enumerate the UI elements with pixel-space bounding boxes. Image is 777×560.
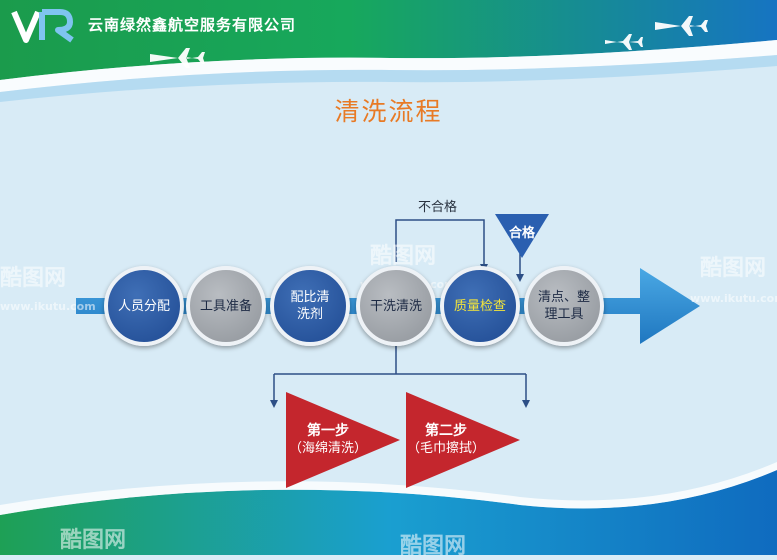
step-2: 第二步 （毛巾擦拭） bbox=[404, 422, 488, 458]
flow-node-label: 人员分配 bbox=[117, 298, 170, 314]
flow-node-tool-prep: 工具准备 bbox=[186, 266, 266, 346]
step-detail: （海绵清洗） bbox=[288, 441, 367, 456]
flow-node-mix-detergent: 配比清 洗剂 bbox=[270, 266, 350, 346]
step-1: 第一步 （海绵清洗） bbox=[286, 422, 370, 458]
reject-label: 不合格 bbox=[418, 200, 458, 215]
flow-node-label: 质量检查 bbox=[453, 298, 506, 314]
step-1-shape bbox=[286, 392, 400, 488]
pass-label: 合格 bbox=[508, 226, 535, 241]
flow-node-label: 配比清 洗剂 bbox=[290, 290, 330, 322]
step-title: 第一步 bbox=[307, 423, 349, 439]
flow-node-label: 工具准备 bbox=[199, 298, 252, 314]
flow-node-label: 清点、整 理工具 bbox=[537, 290, 590, 322]
step-2-shape bbox=[406, 392, 520, 488]
flow-node-staff-assignment: 人员分配 bbox=[104, 266, 184, 346]
flow-node-tidy-tools: 清点、整 理工具 bbox=[524, 266, 604, 346]
step-detail: （毛巾擦拭） bbox=[406, 441, 485, 456]
flow-node-dry-clean: 干洗清洗 bbox=[356, 266, 436, 346]
step-title: 第二步 bbox=[425, 423, 467, 439]
company-name: 云南绿然鑫航空服务有限公司 bbox=[88, 16, 297, 34]
logo-mark bbox=[11, 9, 74, 43]
flow-node-label: 干洗清洗 bbox=[369, 298, 422, 314]
page-title: 清洗流程 bbox=[334, 97, 443, 126]
flow-node-quality-check: 质量检查 bbox=[440, 266, 520, 346]
